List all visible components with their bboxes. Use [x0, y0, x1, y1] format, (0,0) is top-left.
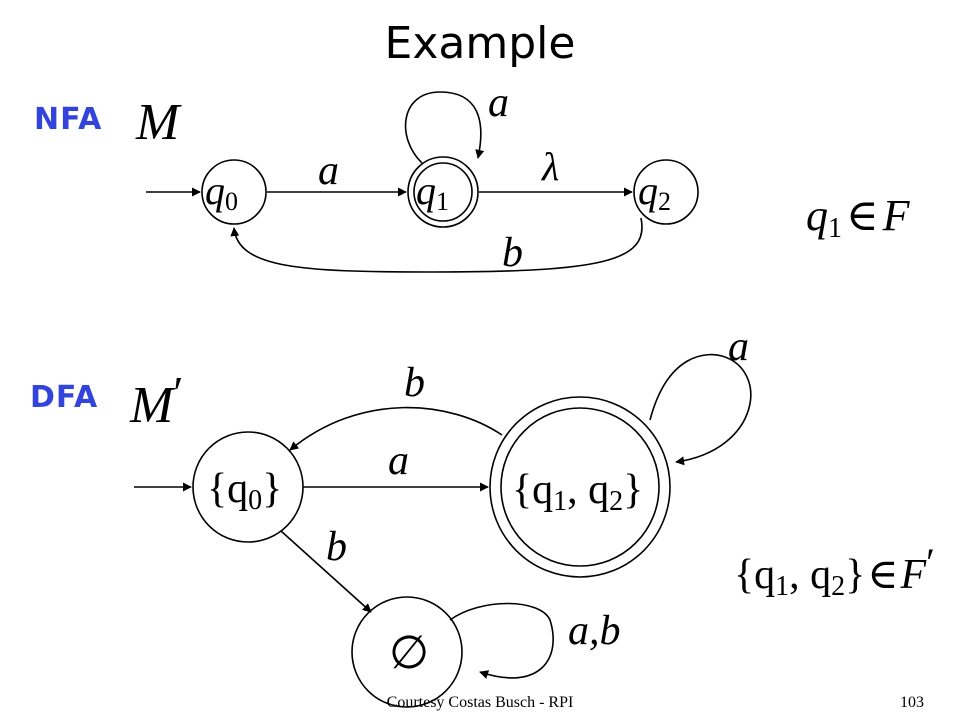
slide-title: Example: [384, 18, 576, 69]
dfa-edge-empty-loop-label: a,b: [568, 608, 621, 654]
nfa-edge-q0-q1-label: a: [318, 148, 339, 194]
nfa-state-q1-inner-circle: [413, 162, 473, 222]
nfa-edge-q2-q0-label: b: [502, 230, 523, 276]
dfa-state-q1q2-label: {q1, q2}: [512, 467, 643, 517]
nfa-edge-q2-q0: [230, 217, 643, 273]
dfa-state-q1q2-inner-circle: [500, 407, 660, 567]
dfa-edge-q1q2-q0: [289, 406, 503, 451]
nfa-state-q2-label: q2: [638, 168, 671, 216]
dfa-state-empty-set-label: ∅: [389, 627, 429, 678]
dfa-edge-q1q2-q0-label: b: [404, 360, 425, 406]
dfa-edge-q0-empty-label: b: [326, 524, 347, 570]
dfa-state-empty-set-circle: [351, 596, 463, 708]
page-number: 103: [900, 694, 924, 711]
nfa-edge-q1-q2-label: λ: [541, 144, 559, 189]
dfa-state-q1q2-set: {q1, q2}: [489, 396, 671, 578]
dfa-kind-label: DFA: [30, 380, 99, 415]
dfa-machine-name: M′: [129, 367, 183, 434]
nfa-state-q0-circle: [201, 159, 267, 225]
dfa-edge-empty-loop: [449, 602, 554, 679]
nfa-state-q1-label: q1: [416, 168, 449, 216]
dfa-state-q0-set: {q0}: [192, 431, 304, 543]
dfa-state-q1q2-outer-circle: [489, 396, 671, 578]
dfa-final-condition: {q1, q2}∈F′: [734, 540, 935, 602]
nfa-state-q1-outer-circle: [407, 156, 479, 228]
nfa-state-q0: q0: [201, 159, 267, 225]
nfa-edge-q1-loop-label: a: [488, 80, 509, 126]
nfa-state-q2-circle: [633, 159, 699, 225]
footer-credit: Courtesy Costas Busch - RPI: [386, 694, 574, 711]
dfa-edge-q1q2-loop-label: a: [728, 324, 749, 370]
dfa-state-empty-set: ∅: [351, 596, 463, 708]
nfa-state-q2: q2: [633, 159, 699, 225]
nfa-state-q0-label: q0: [205, 168, 238, 216]
nfa-final-condition: q1∈F: [806, 191, 911, 244]
dfa-edge-q0-empty: [280, 530, 372, 613]
nfa-kind-label: NFA: [34, 102, 103, 137]
dfa-edge-q0-q1q2-label: a: [388, 438, 409, 484]
nfa-edge-q1-loop: [404, 91, 485, 164]
dfa-edge-q1q2-loop: [649, 353, 752, 466]
nfa-machine-name: M: [135, 94, 182, 151]
nfa-state-q1: q1: [407, 156, 479, 228]
dfa-state-q0-set-label: {q0}: [207, 466, 282, 516]
